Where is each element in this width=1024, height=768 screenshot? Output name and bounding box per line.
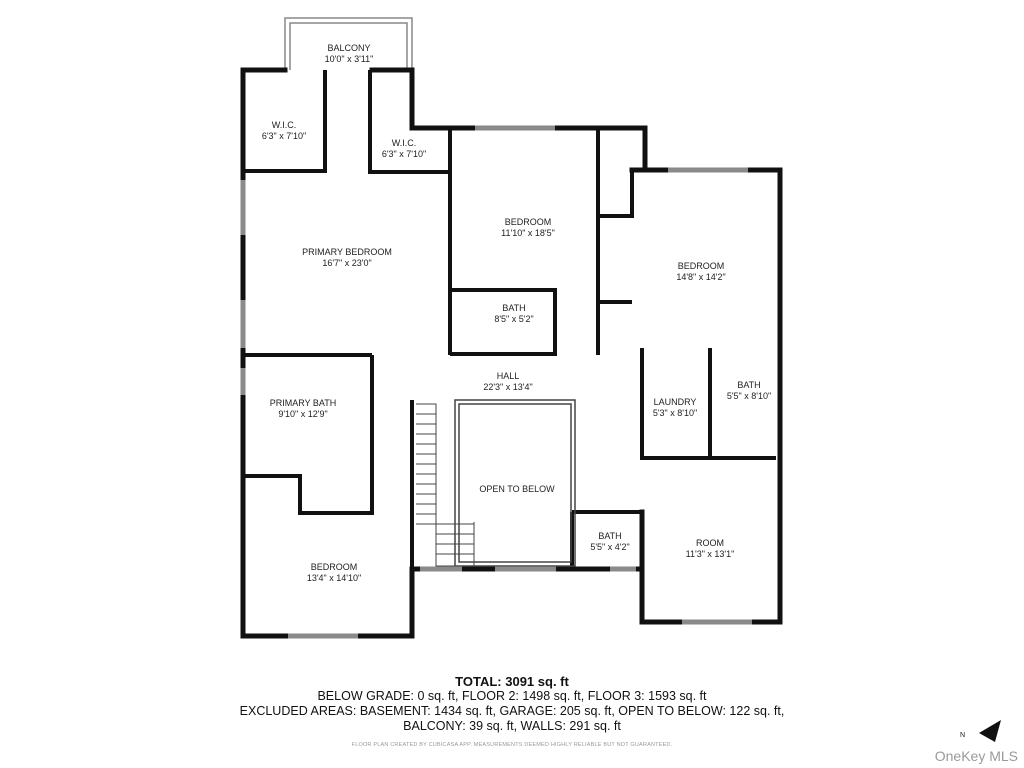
open-to-below	[454, 399, 576, 567]
room-label-bedroom-right: BEDROOM 14'8" x 14'2"	[676, 261, 725, 283]
interior-walls	[243, 70, 776, 569]
room-label-room: ROOM 11'3" x 13'1"	[686, 538, 735, 560]
room-label-bath-small: BATH 5'5" x 4'2"	[590, 531, 629, 553]
room-dims: 16'7" x 23'0"	[322, 258, 372, 268]
room-dims: 9'10" x 12'9"	[278, 409, 328, 419]
room-label-bedroom-middle: BEDROOM 11'10" x 18'5"	[501, 217, 555, 239]
room-name: HALL	[496, 371, 520, 381]
watermark: OneKey MLS	[934, 748, 1018, 764]
room-label-hall: HALL 22'3" x 13'4"	[483, 371, 532, 393]
room-name: PRIMARY BATH	[269, 398, 337, 408]
room-label-wic-left: W.I.C. 6'3" x 7'10"	[262, 120, 306, 142]
room-name: BATH	[598, 531, 622, 541]
area-breakdown-line-1: BELOW GRADE: 0 sq. ft, FLOOR 2: 1498 sq.…	[317, 689, 707, 703]
room-name: BALCONY	[327, 43, 371, 53]
room-name: ROOM	[695, 538, 724, 548]
room-label-primary-bath: PRIMARY BATH 9'10" x 12'9"	[270, 398, 337, 420]
area-breakdown-line-2: EXCLUDED AREAS: BASEMENT: 1434 sq. ft, G…	[239, 704, 785, 718]
room-name: BEDROOM	[504, 217, 552, 227]
room-dims: 6'3" x 7'10"	[381, 149, 427, 159]
room-dims: 5'3" x 8'10"	[652, 408, 698, 418]
balcony-railing	[284, 17, 413, 70]
room-dims: 5'5" x 4'2"	[590, 542, 630, 552]
total-area: TOTAL: 3091 sq. ft	[455, 674, 569, 689]
disclaimer: FLOOR PLAN CREATED BY CUBICASA APP. MEAS…	[351, 742, 673, 748]
room-label-balcony: BALCONY 10'0" x 3'11"	[325, 43, 374, 65]
room-dims: 14'8" x 14'2"	[676, 272, 726, 282]
room-dims: 5'5" x 8'10"	[726, 391, 772, 401]
room-name: OPEN TO BELOW	[479, 484, 555, 494]
room-dims: 11'10" x 18'5"	[501, 228, 555, 238]
room-dims: 6'3" x 7'10"	[261, 131, 307, 141]
room-dims: 22'3" x 13'4"	[483, 382, 533, 392]
room-name: W.I.C.	[271, 120, 297, 130]
room-name: BEDROOM	[677, 261, 725, 271]
room-dims: 13'4" x 14'10"	[306, 573, 362, 583]
room-name: BATH	[502, 303, 526, 313]
room-dims: 10'0" x 3'11"	[324, 54, 374, 64]
room-name: BEDROOM	[310, 562, 358, 572]
windows	[240, 125, 752, 639]
room-dims: 8'5" x 5'2"	[494, 314, 534, 324]
room-label-laundry: LAUNDRY 5'3" x 8'10"	[653, 397, 697, 419]
room-name: W.I.C.	[391, 138, 417, 148]
room-name: LAUNDRY	[653, 397, 697, 407]
room-dims: 11'3" x 13'1"	[685, 549, 735, 559]
room-label-open-to-below: OPEN TO BELOW	[479, 484, 554, 495]
room-name: PRIMARY BEDROOM	[302, 247, 392, 257]
room-name: BATH	[737, 380, 761, 390]
north-label: N	[960, 732, 965, 739]
room-label-bedroom-bottom: BEDROOM 13'4" x 14'10"	[307, 562, 361, 584]
room-label-wic-right: W.I.C. 6'3" x 7'10"	[382, 138, 426, 160]
room-label-bath-upper: BATH 8'5" x 5'2"	[494, 303, 533, 325]
north-arrow-icon: N	[960, 720, 1001, 742]
room-label-primary-bedroom: PRIMARY BEDROOM 16'7" x 23'0"	[302, 247, 392, 269]
area-breakdown-line-3: BALCONY: 39 sq. ft, WALLS: 291 sq. ft	[403, 719, 621, 733]
room-label-bath-right: BATH 5'5" x 8'10"	[727, 380, 771, 402]
stairs	[416, 403, 475, 567]
